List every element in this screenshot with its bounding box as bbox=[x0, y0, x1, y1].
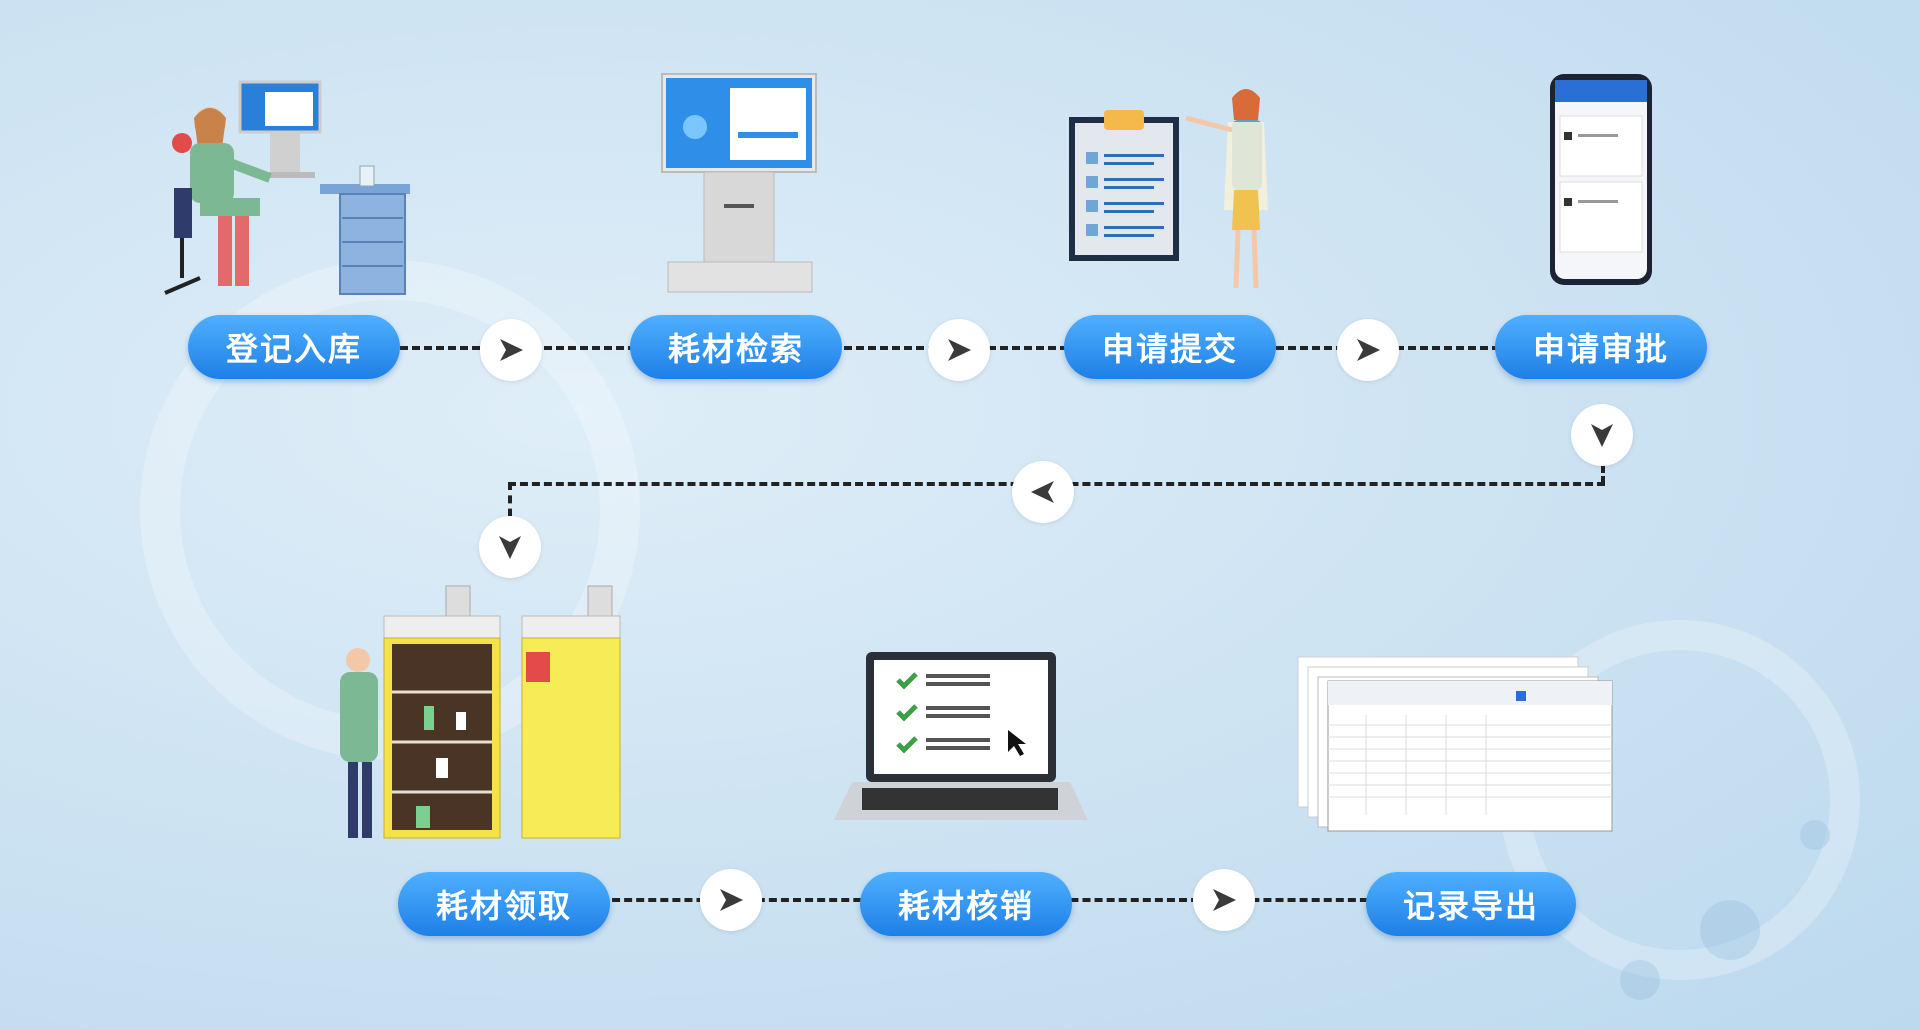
play-arrow-icon bbox=[500, 339, 523, 361]
person-at-computer-icon bbox=[164, 80, 410, 295]
flow-arrow bbox=[479, 516, 541, 578]
step-receive-pill: 耗材领取 bbox=[398, 872, 610, 936]
spreadsheet-export-icon bbox=[1297, 656, 1613, 832]
flow-arrow bbox=[1571, 404, 1633, 466]
step-writeoff-pill: 耗材核销 bbox=[860, 872, 1072, 936]
flow-arrow bbox=[1012, 461, 1074, 523]
step-search-pill: 耗材检索 bbox=[630, 315, 842, 379]
flow-arrow bbox=[480, 319, 542, 381]
background-decoration bbox=[1620, 960, 1660, 1000]
step-export-pill: 记录导出 bbox=[1366, 872, 1576, 936]
play-arrow-icon bbox=[499, 536, 521, 559]
play-arrow-icon bbox=[1031, 481, 1054, 503]
laptop-checklist-icon bbox=[834, 652, 1088, 820]
play-arrow-icon bbox=[948, 339, 971, 361]
background-decoration bbox=[1700, 900, 1760, 960]
smartphone-app-icon bbox=[1550, 74, 1652, 285]
flow-arrow bbox=[1337, 319, 1399, 381]
clipboard-with-person-icon bbox=[1069, 89, 1268, 289]
play-arrow-icon bbox=[1213, 889, 1236, 911]
play-arrow-icon bbox=[1357, 339, 1380, 361]
background-decoration bbox=[1800, 820, 1830, 850]
step-submit-pill: 申请提交 bbox=[1064, 315, 1276, 379]
flow-arrow bbox=[928, 319, 990, 381]
flow-arrow bbox=[1193, 869, 1255, 931]
kiosk-terminal-icon bbox=[661, 73, 817, 293]
reagent-cabinet-icon bbox=[340, 585, 621, 839]
flow-arrow bbox=[700, 869, 762, 931]
step-approve-pill: 申请审批 bbox=[1495, 315, 1707, 379]
play-arrow-icon bbox=[720, 889, 743, 911]
connector-line bbox=[508, 482, 512, 530]
play-arrow-icon bbox=[1591, 424, 1613, 447]
step-register-pill: 登记入库 bbox=[188, 315, 400, 379]
